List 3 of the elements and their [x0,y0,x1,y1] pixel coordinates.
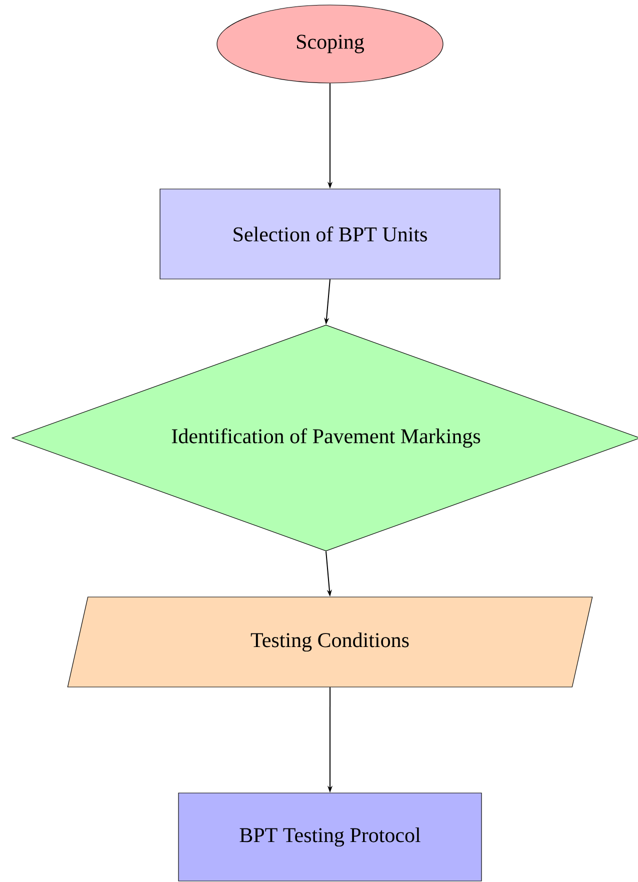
data-parallelogram: Testing Conditions [67,596,593,688]
process-box: BPT Testing Protocol [178,792,482,882]
process-box: Selection of BPT Units [160,188,500,280]
